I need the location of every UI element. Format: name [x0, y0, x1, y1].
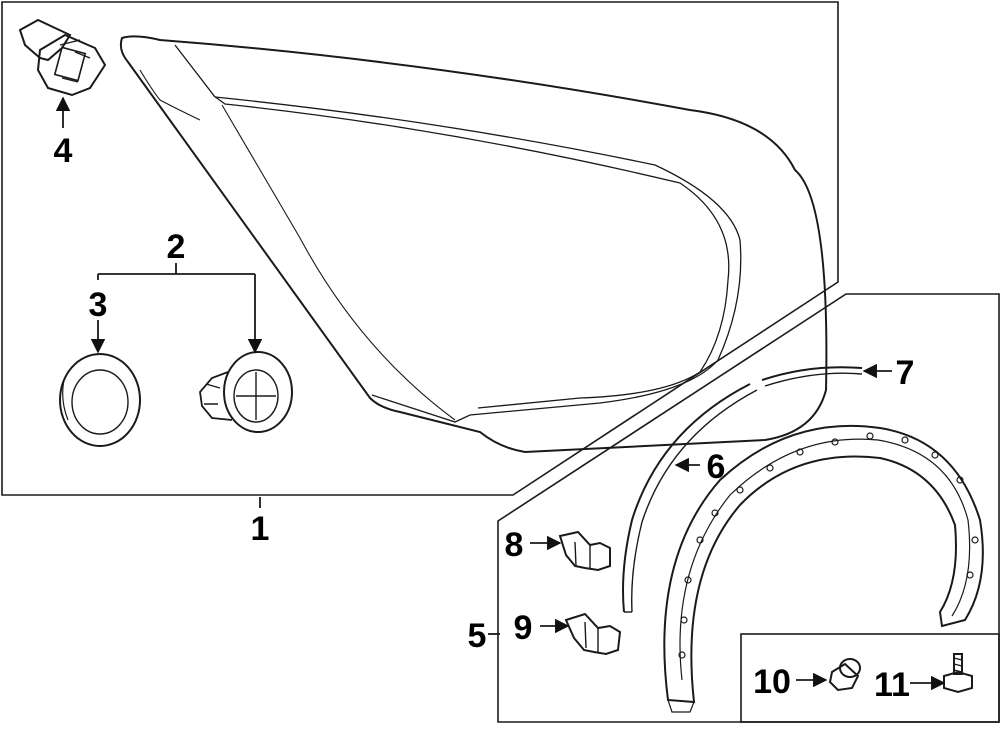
callout-9: 9 [514, 609, 533, 647]
part-screw [943, 653, 973, 694]
frame-fasteners [740, 633, 1000, 723]
part-grommet [199, 351, 293, 433]
quarter-window-glass [119, 35, 828, 454]
part-clip-8 [558, 530, 611, 572]
part-plug [59, 353, 141, 447]
callout-4: 4 [54, 132, 73, 170]
part-clip-9 [564, 612, 622, 656]
callout-5: 5 [468, 617, 487, 655]
part-moulding-strip [622, 383, 758, 613]
part-wheel-opening-moulding [663, 424, 984, 713]
callout-1: 1 [251, 510, 270, 548]
callout-10: 10 [753, 663, 791, 701]
callout-6: 6 [707, 448, 726, 486]
callout-7: 7 [896, 354, 915, 392]
part-bolt [828, 658, 861, 692]
frame-window-assembly [1, 1, 839, 496]
callout-3: 3 [89, 286, 108, 324]
part-seal-strip [761, 366, 863, 387]
callout-8: 8 [505, 526, 524, 564]
leader-lines [55, 96, 946, 691]
frame-moulding-group [497, 293, 1000, 723]
callout-2: 2 [167, 228, 186, 266]
callout-11: 11 [874, 666, 910, 704]
part-clip [18, 18, 107, 97]
